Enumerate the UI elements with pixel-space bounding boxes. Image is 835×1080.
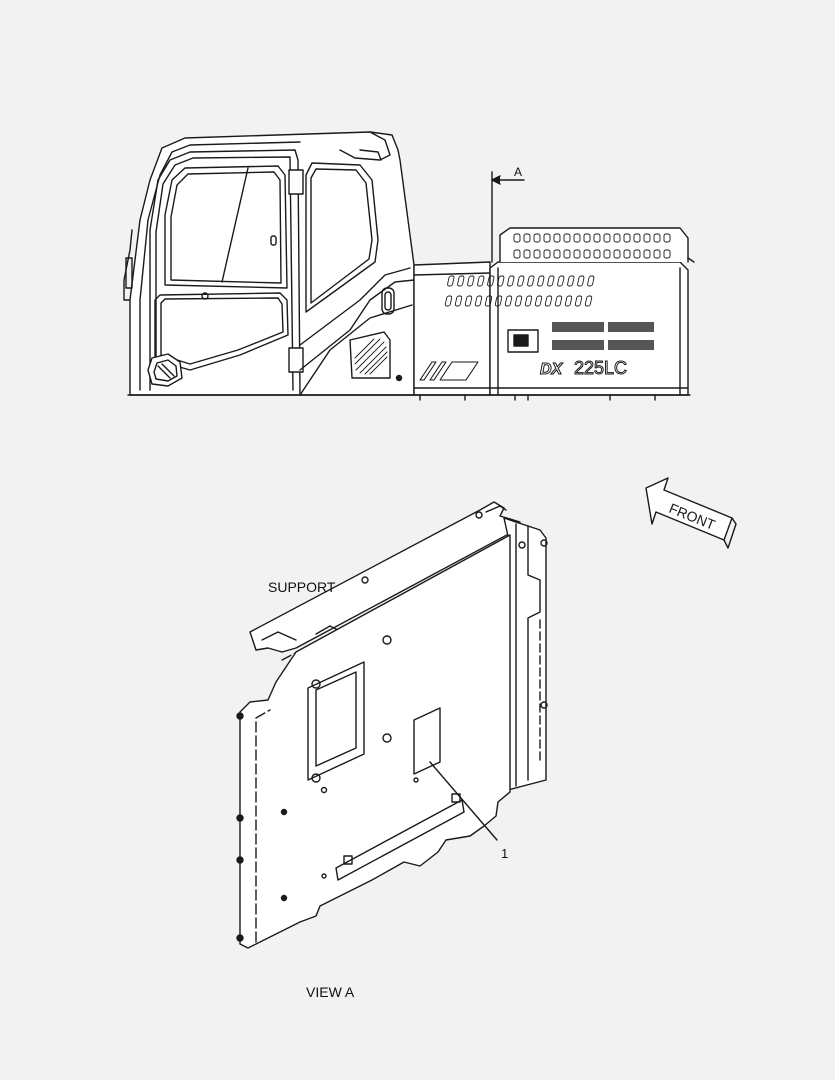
vent-slot (454, 295, 463, 307)
vent-slot (623, 233, 631, 243)
vent-slot (447, 275, 455, 287)
vent-slot (457, 275, 465, 287)
vent-slot (467, 275, 475, 287)
vent-slot (593, 233, 601, 243)
excavator-cab-side-view (123, 131, 695, 401)
vent-slot (523, 233, 531, 243)
vent-slot (603, 233, 611, 243)
vent-slot (567, 275, 575, 287)
vent-slot (564, 295, 573, 307)
vent-slot (547, 275, 555, 287)
vent-slot (523, 249, 531, 259)
support-label: SUPPORT (268, 579, 336, 595)
vent-slot (583, 249, 591, 259)
model-number: 225LC (574, 358, 627, 378)
vent-slot (653, 249, 661, 259)
vent-slot (643, 249, 651, 259)
vent-slot (663, 233, 671, 243)
vent-slot (557, 275, 565, 287)
vent-slot (643, 233, 651, 243)
vent-slot (554, 295, 563, 307)
vent-slot (563, 233, 571, 243)
vent-slot (533, 233, 541, 243)
vent-slot (573, 233, 581, 243)
vent-slot (587, 275, 595, 287)
callout-number: 1 (501, 846, 509, 861)
vent-slot (494, 295, 503, 307)
vent-slot (513, 249, 521, 259)
vent-slot (543, 249, 551, 259)
view-a-panel-assembly (236, 501, 548, 949)
vent-slot (603, 249, 611, 259)
vent-slot (663, 249, 671, 259)
vent-slot (553, 249, 561, 259)
vent-slot (524, 295, 533, 307)
vent-slot (563, 249, 571, 259)
vent-slot (613, 233, 621, 243)
vent-slot (444, 295, 453, 307)
vent-slot (633, 233, 641, 243)
vent-slot (613, 249, 621, 259)
vent-slot (504, 295, 513, 307)
section-marker-a (491, 171, 525, 263)
vent-slot (577, 275, 585, 287)
vent-slot (474, 295, 483, 307)
vent-slot (574, 295, 583, 307)
vent-slot (543, 233, 551, 243)
vent-slot (477, 275, 485, 287)
section-marker-label: A (514, 165, 523, 179)
vent-slot (533, 249, 541, 259)
vent-slot (623, 249, 631, 259)
vent-slot (514, 295, 523, 307)
vent-slot (653, 233, 661, 243)
vent-slot (497, 275, 505, 287)
vent-slot (553, 233, 561, 243)
vent-slot (527, 275, 535, 287)
vent-slot (633, 249, 641, 259)
vent-slot (513, 233, 521, 243)
vent-slot (464, 295, 473, 307)
label-plate (413, 707, 441, 775)
vent-slot (583, 233, 591, 243)
model-prefix: DX (540, 361, 564, 378)
vent-slot (507, 275, 515, 287)
vent-slot (593, 249, 601, 259)
vent-slot (517, 275, 525, 287)
vent-slot (544, 295, 553, 307)
vent-slot (573, 249, 581, 259)
vent-slot (534, 295, 543, 307)
vent-slot (537, 275, 545, 287)
vent-slot (487, 275, 495, 287)
vent-slot (584, 295, 593, 307)
vent-slot (484, 295, 493, 307)
view-a-caption: VIEW A (306, 984, 355, 1000)
